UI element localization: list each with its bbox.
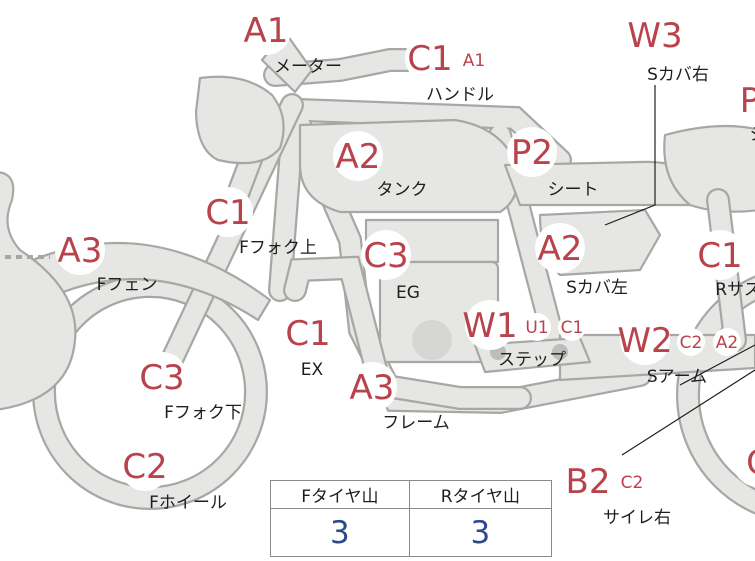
part-label-r-cut: Pシ <box>725 75 755 145</box>
part-name: ステップ <box>498 350 566 370</box>
part-code: A3 <box>350 368 395 408</box>
part-name: フレーム <box>382 413 450 433</box>
code-bubble <box>283 308 333 358</box>
code-bubble <box>695 230 745 280</box>
part-name: サイレ右 <box>603 508 671 528</box>
part-code: W3 <box>627 16 682 56</box>
leader-lines <box>604 85 755 456</box>
part-label-tank: A2 タンク <box>333 131 428 200</box>
engine-shape <box>364 218 500 364</box>
code-bubble <box>523 313 551 341</box>
code-bubble <box>713 328 741 356</box>
part-label-meter: A1 メーター <box>241 5 342 77</box>
part-name: Fフォク上 <box>239 238 317 258</box>
part-sub-code: C2 <box>621 473 644 493</box>
part-label-frame: A3 フレーム <box>347 362 450 433</box>
part-code: A1 <box>244 11 289 51</box>
part-code: C1 <box>697 236 742 276</box>
part-sub-code: A2 <box>716 333 738 353</box>
part-name: シ <box>750 125 755 145</box>
part-name: Fフェン <box>97 275 158 295</box>
code-bubble <box>725 75 755 125</box>
part-sub-code: C1 <box>561 318 584 338</box>
code-bubble <box>405 33 455 83</box>
part-name: タンク <box>377 180 428 200</box>
code-bubble <box>630 10 680 60</box>
part-name: Fフォク下 <box>164 403 242 423</box>
part-label-r-wheel: C <box>733 437 755 487</box>
code-bubble <box>347 362 397 412</box>
part-code: C3 <box>363 236 408 276</box>
part-labels: A1メーターC1A1ハンドルW3Sカバ右PシA2タンクP2シートC1Fフォク上A… <box>55 5 755 528</box>
part-label-handle: C1 A1 ハンドル <box>405 33 494 105</box>
part-code: C <box>746 443 755 483</box>
part-code: C1 <box>285 314 330 354</box>
code-bubble <box>333 131 383 181</box>
part-name: Sカバ右 <box>647 65 709 85</box>
part-label-silencer-right: B2 C2 サイレ右 <box>563 456 671 528</box>
code-bubble <box>618 468 646 496</box>
tire-tread-table: Fタイヤ山 Rタイヤ山 3 3 <box>270 480 553 557</box>
part-code: B2 <box>566 462 611 502</box>
code-bubble <box>558 313 586 341</box>
part-code: A2 <box>538 229 583 269</box>
code-bubble <box>620 315 670 365</box>
front-tire-header: Fタイヤ山 <box>270 480 410 509</box>
part-sub-code: C2 <box>680 333 703 353</box>
part-code: P <box>740 81 755 121</box>
front-tire-value: 3 <box>270 508 410 557</box>
headlight-shape <box>194 75 285 165</box>
part-code: A2 <box>336 137 381 177</box>
part-name: Sカバ左 <box>566 278 628 298</box>
tire-table-header-row: Fタイヤ山 Rタイヤ山 <box>270 480 553 509</box>
code-bubble <box>465 300 515 350</box>
rear-tire-value: 3 <box>408 508 553 557</box>
part-name: メーター <box>274 57 342 77</box>
code-bubble <box>241 5 291 55</box>
code-bubble <box>361 230 411 280</box>
part-name: Fホイール <box>149 493 227 513</box>
part-sub-code: A1 <box>463 51 485 71</box>
part-name: シート <box>548 180 599 200</box>
part-code: W1 <box>462 306 517 346</box>
part-label-step: W1 U1 C1 ステップ <box>462 300 586 370</box>
part-code: P2 <box>511 133 553 173</box>
code-bubble <box>507 127 557 177</box>
part-name: EX <box>301 360 324 380</box>
code-bubble <box>677 328 705 356</box>
part-code: C2 <box>122 447 167 487</box>
part-code: C1 <box>407 39 452 79</box>
code-bubble <box>137 352 187 402</box>
part-label-seat: P2 シート <box>507 127 599 200</box>
rear-tire-header: Rタイヤ山 <box>408 480 553 509</box>
part-code: C3 <box>139 358 184 398</box>
part-name: EG <box>396 283 420 303</box>
code-bubble <box>55 225 105 275</box>
part-name: Rサス <box>715 280 755 300</box>
code-bubble <box>203 187 253 237</box>
code-bubble <box>460 46 488 74</box>
part-name: Sアーム <box>647 367 707 387</box>
tire-table-value-row: 3 3 <box>270 508 553 557</box>
code-bubble <box>120 441 170 491</box>
part-code: A3 <box>58 231 103 271</box>
part-name: ハンドル <box>426 85 494 105</box>
part-code: W2 <box>617 321 672 361</box>
code-bubble <box>563 456 613 506</box>
part-sub-code: U1 <box>525 318 548 338</box>
code-bubble <box>535 223 585 273</box>
code-bubble <box>733 437 755 487</box>
part-code: C1 <box>205 193 250 233</box>
